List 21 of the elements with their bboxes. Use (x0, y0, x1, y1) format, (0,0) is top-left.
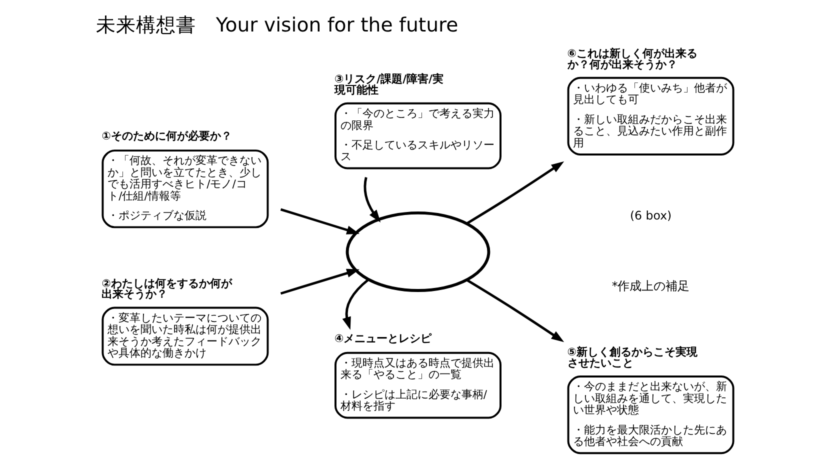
node-label: ④メニューとレシピ (334, 332, 432, 345)
label: *作成上の補足 (611, 279, 690, 294)
arrow (466, 278, 564, 342)
arrow (466, 161, 564, 225)
node-box: ・「今のところ」で考える実力の限界 ・不足しているスキルやリソース (334, 102, 501, 170)
node-label: ①そのために何が必要か？ (101, 130, 232, 143)
node-box: ・変革したいテーマについての想いを聞いた時私は何が提供出来そうか考えたフィードバックや具体的な働きかけ (101, 306, 268, 366)
node-label: ⑤新しく創るからこそ実現させたいこと (566, 346, 697, 370)
node-label: ⑥これは新しく何が出来るか？何が出来そうか？ (566, 47, 697, 71)
label: (6 box) (629, 208, 672, 222)
node-box: ・今のままだと出来ないが、新しい取組みを通して、実現したい世界や状態 ・能力を最大限活かした先にある他者や社会への貢献 (566, 376, 734, 454)
node-box: ・いわゆる「使いみち」他者が見出しても可 ・新しい取組みだからこそ出来ること、見込みたい作用と副作用 (566, 76, 734, 156)
arrow (363, 177, 380, 223)
diagram-title: 未来構想書 Your vision for the future (95, 14, 458, 37)
arrow (342, 278, 369, 330)
arrow (280, 268, 360, 295)
arrow (280, 208, 360, 234)
node-label: ②わたしは何をするか何が出来そうか？ (101, 276, 232, 301)
node-box: ・現時点又はある時点で提供出来る「やること」の一覧 ・レシピは上記に必要な事柄/材料を指す (334, 352, 501, 419)
node-label: ③リスク/課題/障害/実現可能性 (334, 72, 443, 96)
node-box: ・「何故、それが変革できないか」と問いを立てたとき、少しでも活用すべきヒト/モノ/コト/仕組/情報等 ・ポジティブな仮説 (101, 150, 268, 228)
